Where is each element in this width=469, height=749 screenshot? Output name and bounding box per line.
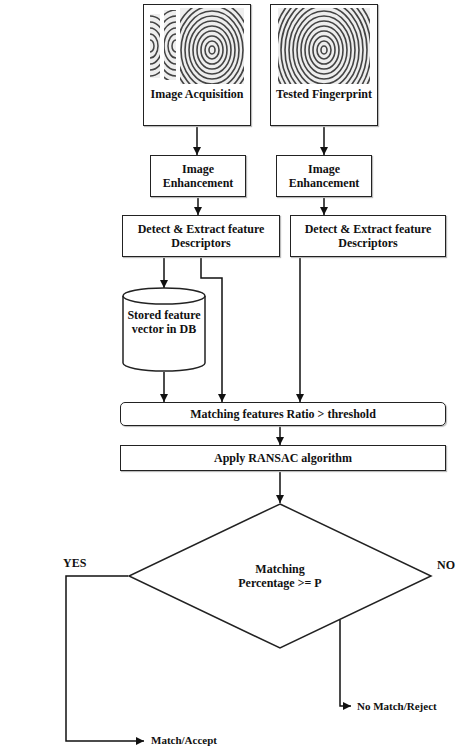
input-box: Image Acquisition (143, 4, 251, 126)
node-text: Matching Percentage >= P (228, 562, 332, 590)
flow-arrow (299, 257, 301, 402)
flow-arrow (163, 257, 165, 288)
database-cylinder: Stored feature vector in DB (122, 288, 206, 372)
outcome-label: Match/Accept (150, 733, 218, 747)
flow-arrow (279, 471, 281, 503)
flow-arrow (323, 197, 325, 215)
flow-arrow (163, 372, 165, 402)
fingerprint-image (273, 0, 375, 114)
input-box: Tested Fingerprint (270, 4, 378, 126)
flow-arrow (323, 126, 325, 155)
node-text: Apply RANSAC algorithm (214, 451, 352, 465)
flow-arrow (197, 197, 199, 215)
decision-diamond: Matching Percentage >= P (128, 503, 432, 649)
flow-arrow (279, 426, 281, 445)
outcome-label: No Match/Reject (356, 699, 438, 713)
node-text: Detect & Extract feature Descriptors (296, 222, 440, 250)
yes-arrow (66, 576, 144, 741)
process-box: Apply RANSAC algorithm (120, 445, 446, 471)
node-text: Image Enhancement (282, 162, 366, 190)
branch-label: YES (62, 556, 87, 570)
node-text: Matching features Ratio > threshold (190, 407, 376, 421)
process-box: Matching features Ratio > threshold (120, 402, 446, 426)
no-arrow (340, 620, 351, 706)
branch-label: NO (436, 558, 456, 572)
node-text: Image Acquisition (150, 87, 243, 101)
node-text: Detect & Extract feature Descriptors (128, 222, 274, 250)
flow-arrow (196, 126, 198, 155)
process-box: Image Enhancement (150, 155, 246, 197)
process-box: Detect & Extract feature Descriptors (290, 215, 446, 257)
process-box: Image Enhancement (276, 155, 372, 197)
node-text: Image Enhancement (156, 162, 240, 190)
node-text: Stored feature vector in DB (127, 308, 201, 336)
fingerprint-image (126, 1, 251, 99)
node-text: Tested Fingerprint (276, 87, 372, 101)
process-box: Detect & Extract feature Descriptors (122, 215, 280, 257)
